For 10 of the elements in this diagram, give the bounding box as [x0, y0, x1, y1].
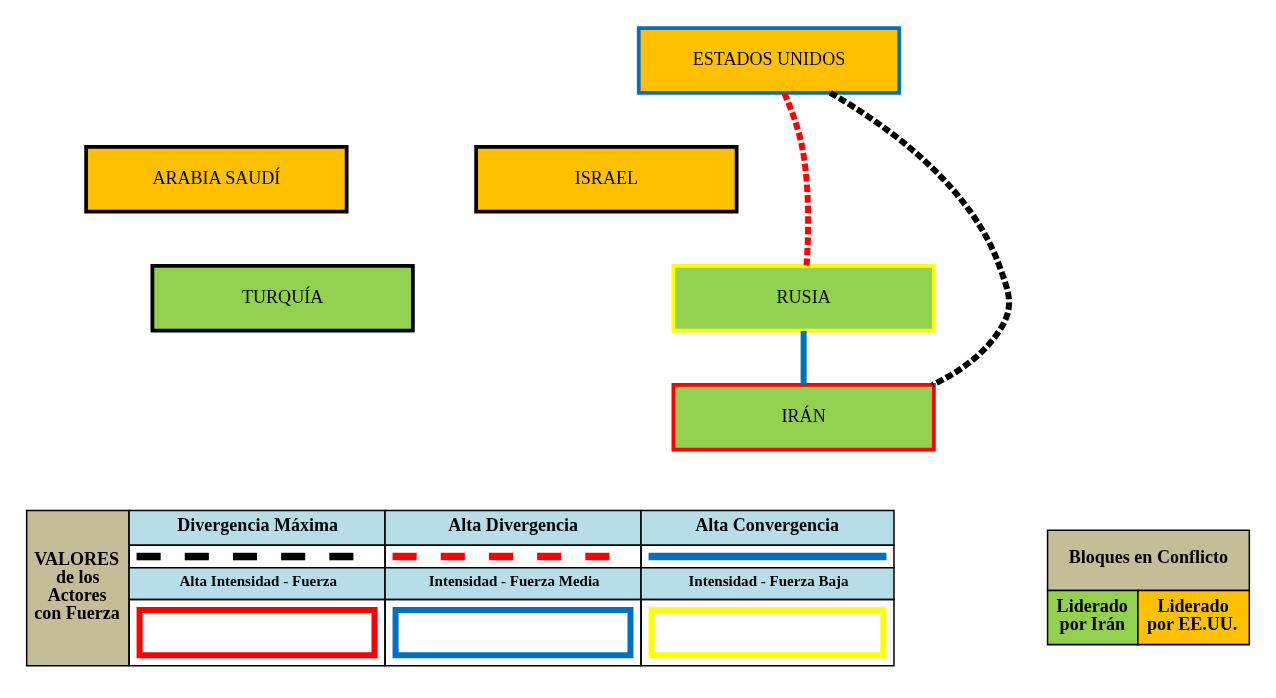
label: Bloques en Conflicto — [1068, 546, 1229, 567]
legend-label: Intensidad - Fuerza Media — [428, 572, 600, 589]
legend-label: Alta Divergencia — [448, 514, 579, 535]
legend-label: Liderado por EE.UU. — [1146, 595, 1238, 634]
label: VALORES de los Actores con Fuerza — [34, 548, 120, 623]
legend-label: Divergencia Máxima — [177, 514, 339, 535]
legend-label: Alta Intensidad - Fuerza — [179, 572, 338, 589]
legend-label: Liderado por Irán — [1056, 595, 1128, 634]
legend-label: Alta Convergencia — [695, 514, 840, 535]
legend-label: Intensidad - Fuerza Baja — [688, 572, 849, 589]
